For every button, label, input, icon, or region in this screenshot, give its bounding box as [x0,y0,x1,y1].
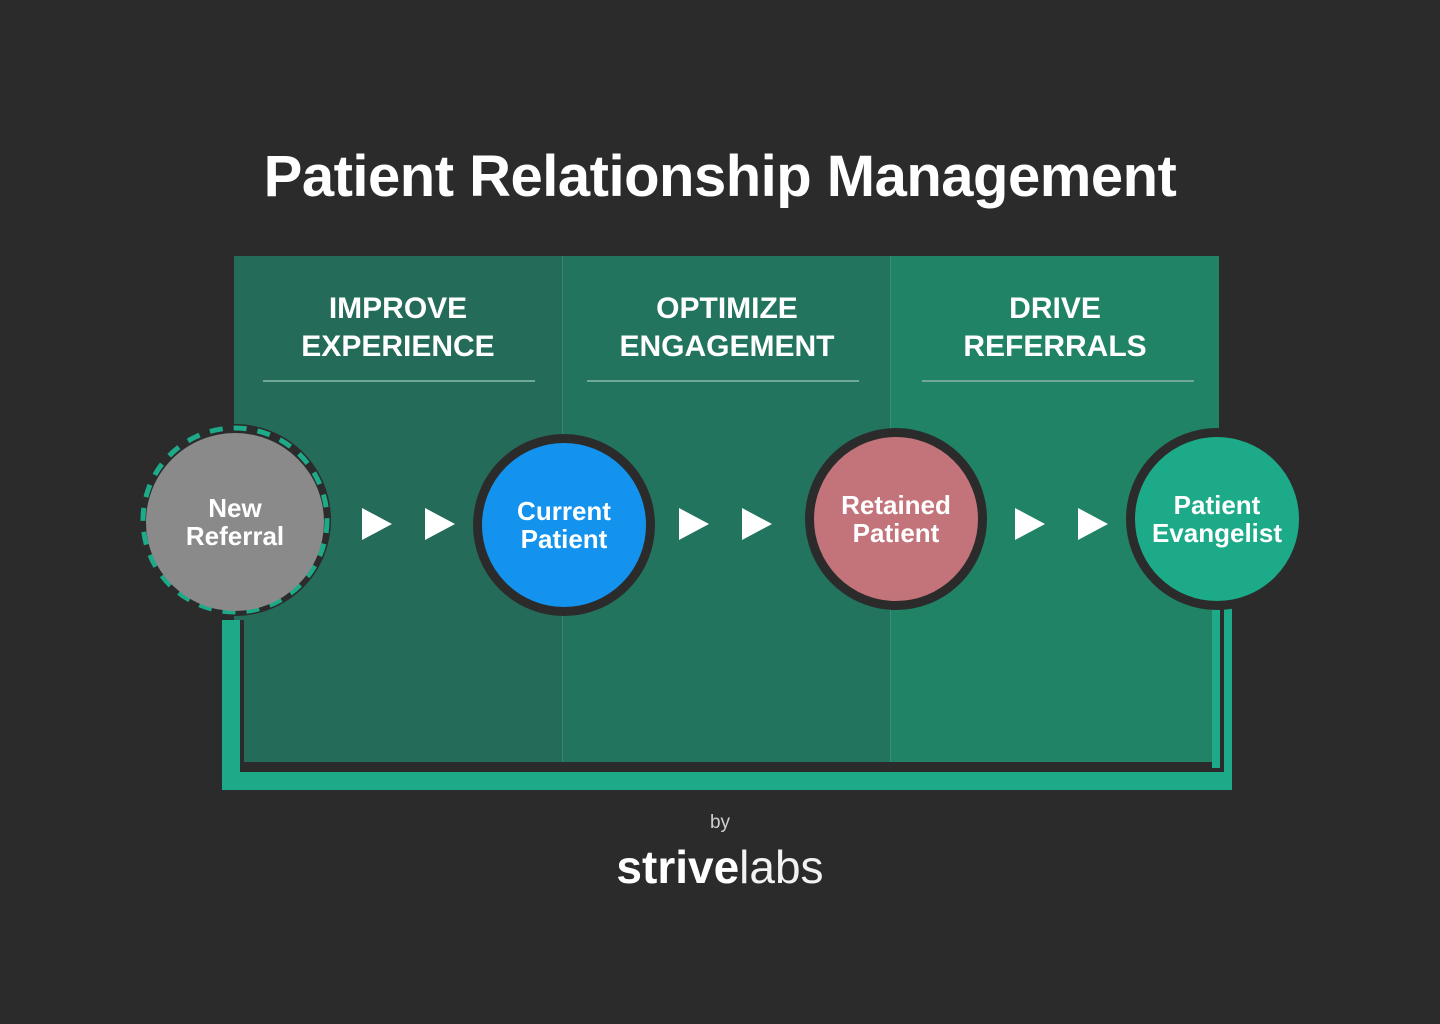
node-label-line1: Current [517,496,611,526]
node-label-line2: Referral [185,521,285,551]
node-label-line2: Evangelist [1151,518,1283,548]
node-current-patient: Current Patient [473,434,655,616]
brand-logo: strivelabs [0,840,1440,894]
play-arrow-icon [1015,508,1045,540]
node-label-line2: Patient [520,524,608,554]
node-patient-evangelist: Patient Evangelist [1126,428,1308,610]
dashed-ring [140,425,330,615]
stage-divider [263,380,535,382]
stage-heading-line1: OPTIMIZE [656,292,798,325]
stage-heading-line1: IMPROVE [328,292,468,325]
node-label-line2: Patient [852,518,940,548]
play-arrow-icon [425,508,455,540]
play-arrow-icon [1078,508,1108,540]
node-new-referral: New Referral [146,433,324,611]
stage-heading-line2: REFERRALS [963,330,1147,363]
page-title: Patient Relationship Management [263,144,1177,209]
stage-heading-line1: DRIVE [1009,292,1101,325]
stage-heading-line2: EXPERIENCE [301,330,495,363]
play-arrow-icon [362,508,392,540]
node-label-line1: Patient [1173,490,1261,520]
stage-divider [587,380,859,382]
stage-heading: DRIVE REFERRALS [891,290,1219,366]
stage-heading: IMPROVE EXPERIENCE [234,290,562,366]
by-label: by [709,812,731,833]
stage-divider [922,380,1194,382]
node-retained-patient: Retained Patient [805,428,987,610]
stage-heading-line2: ENGAGEMENT [619,330,835,363]
brand-bold: strive [616,841,740,893]
node-label-line1: Retained [841,490,951,520]
brand-light: labs [739,841,824,893]
node-label-line1: New [208,493,262,523]
stage-heading: OPTIMIZE ENGAGEMENT [563,290,891,366]
play-arrow-icon [679,508,709,540]
play-arrow-icon [742,508,772,540]
